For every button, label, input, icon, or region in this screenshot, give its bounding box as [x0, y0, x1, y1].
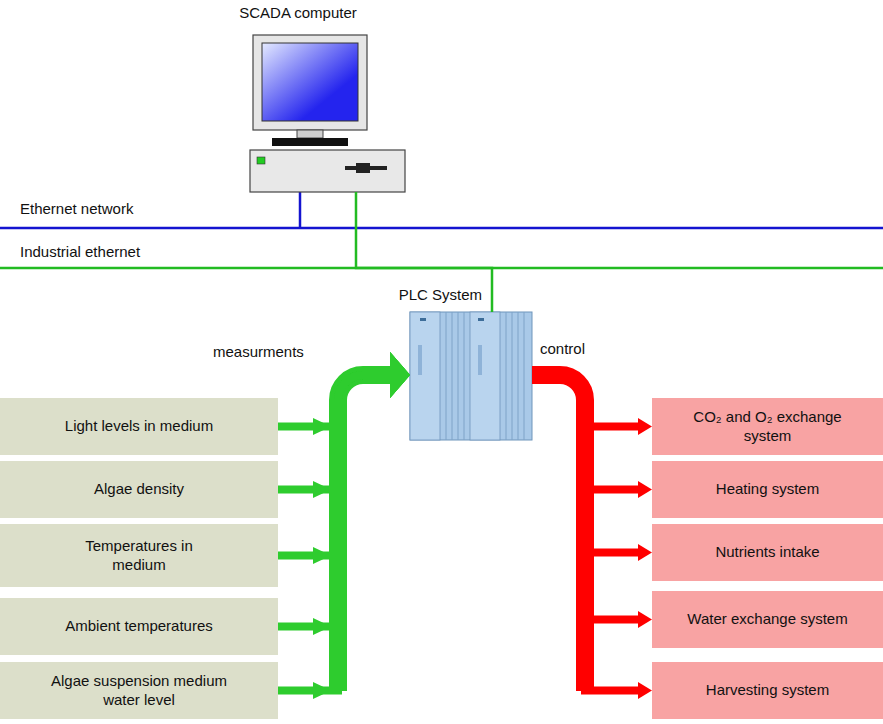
node-heading: SCADA computer — [218, 4, 378, 23]
node-text: CO₂ and O₂ exchange system — [678, 408, 858, 446]
network-label: Industrial ethernet — [20, 243, 140, 261]
measurement-box: Algae suspension medium water level — [0, 662, 278, 719]
control-box: CO₂ and O₂ exchange system — [652, 398, 883, 455]
control-box: Water exchange system — [652, 591, 883, 648]
node-text: Ambient temperatures — [65, 617, 213, 636]
ethernet-drop — [299, 192, 302, 228]
measurement-box: Light levels in medium — [0, 398, 278, 455]
node-text: Light levels in medium — [65, 417, 213, 436]
node-text: Heating system — [716, 480, 819, 499]
control-box: Nutrients intake — [652, 524, 883, 581]
node-text: Harvesting system — [706, 681, 829, 700]
measurement-box: Algae density — [0, 461, 278, 518]
ethernet-line — [0, 227, 883, 230]
control-bus — [532, 375, 585, 691]
node-text: Nutrients intake — [715, 543, 819, 562]
control-box: Heating system — [652, 461, 883, 518]
computer-node: SCADA computer — [248, 30, 408, 194]
group-label: measurments — [213, 343, 304, 361]
network-label: Ethernet network — [20, 200, 133, 218]
group-label: control — [540, 340, 585, 358]
control-box: Harvesting system — [652, 662, 883, 719]
measurement-box: Ambient temperatures — [0, 598, 278, 655]
node-text: Temperatures in medium — [64, 537, 214, 575]
node-text: Algae suspension medium water level — [44, 672, 234, 710]
connector — [356, 192, 492, 312]
plc-node: PLC System — [410, 312, 532, 440]
node-heading: PLC System — [370, 286, 482, 305]
measurement-box: Temperatures in medium — [0, 524, 278, 587]
node-text: Algae density — [94, 480, 184, 499]
computer-icon — [250, 35, 405, 192]
measurement-bus — [338, 375, 392, 691]
node-text: Water exchange system — [687, 610, 847, 629]
connector — [532, 375, 638, 691]
connector — [278, 375, 390, 691]
plc-rack — [410, 312, 532, 440]
